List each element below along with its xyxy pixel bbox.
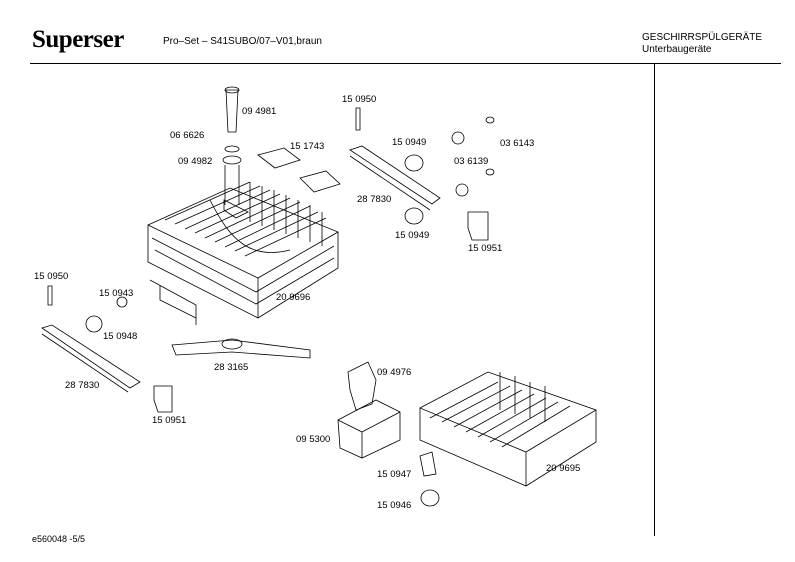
cutlery-basket-drawing — [337, 361, 401, 459]
tine-rack-drawing — [257, 147, 341, 193]
bottom-parts-drawing — [419, 451, 440, 507]
brand-logo: Superser — [32, 26, 124, 53]
category-title: GESCHIRRSPÜLGERÄTE — [642, 32, 763, 43]
part-label: 09 4982 — [178, 156, 213, 167]
part-label: 06 6626 — [170, 130, 205, 141]
part-label: 15 0951 — [152, 415, 187, 426]
part-label: 15 0950 — [34, 271, 69, 282]
part-label: 15 0950 — [342, 94, 377, 105]
part-label: 09 4981 — [242, 106, 277, 117]
part-label: 15 0943 — [99, 288, 134, 299]
lower-basket-drawing — [419, 371, 597, 487]
header-divider — [30, 63, 781, 64]
upper-right-parts-drawing — [349, 107, 495, 241]
part-label: 15 0948 — [103, 331, 138, 342]
part-label: 20 9695 — [546, 463, 581, 474]
part-label: 15 0949 — [395, 230, 430, 241]
document-code: e560048 -5/5 — [32, 534, 86, 544]
part-label: 15 0949 — [392, 137, 427, 148]
spray-arm-drawing — [171, 338, 311, 359]
part-label: 28 7830 — [357, 194, 392, 205]
part-label: 15 0951 — [468, 243, 503, 254]
model-title: Pro–Set – S41SUBO/07–V01,braun — [163, 36, 322, 47]
part-label: 09 5300 — [296, 434, 331, 445]
category-subtitle: Unterbaugeräte — [642, 44, 712, 55]
part-label: 28 7830 — [65, 380, 100, 391]
part-label: 03 6139 — [454, 156, 489, 167]
upper-basket-drawing — [147, 181, 339, 325]
part-label: 09 4976 — [377, 367, 412, 378]
spray-tube-drawing — [222, 86, 249, 219]
part-label: 28 3165 — [214, 362, 249, 373]
left-parts-drawing — [41, 285, 173, 413]
part-label: 03 6143 — [500, 138, 535, 149]
part-label: 15 0947 — [377, 469, 412, 480]
part-label: 15 0946 — [377, 500, 412, 511]
part-label: 15 1743 — [290, 141, 325, 152]
side-divider — [654, 64, 655, 536]
part-label: 20 9696 — [276, 292, 311, 303]
